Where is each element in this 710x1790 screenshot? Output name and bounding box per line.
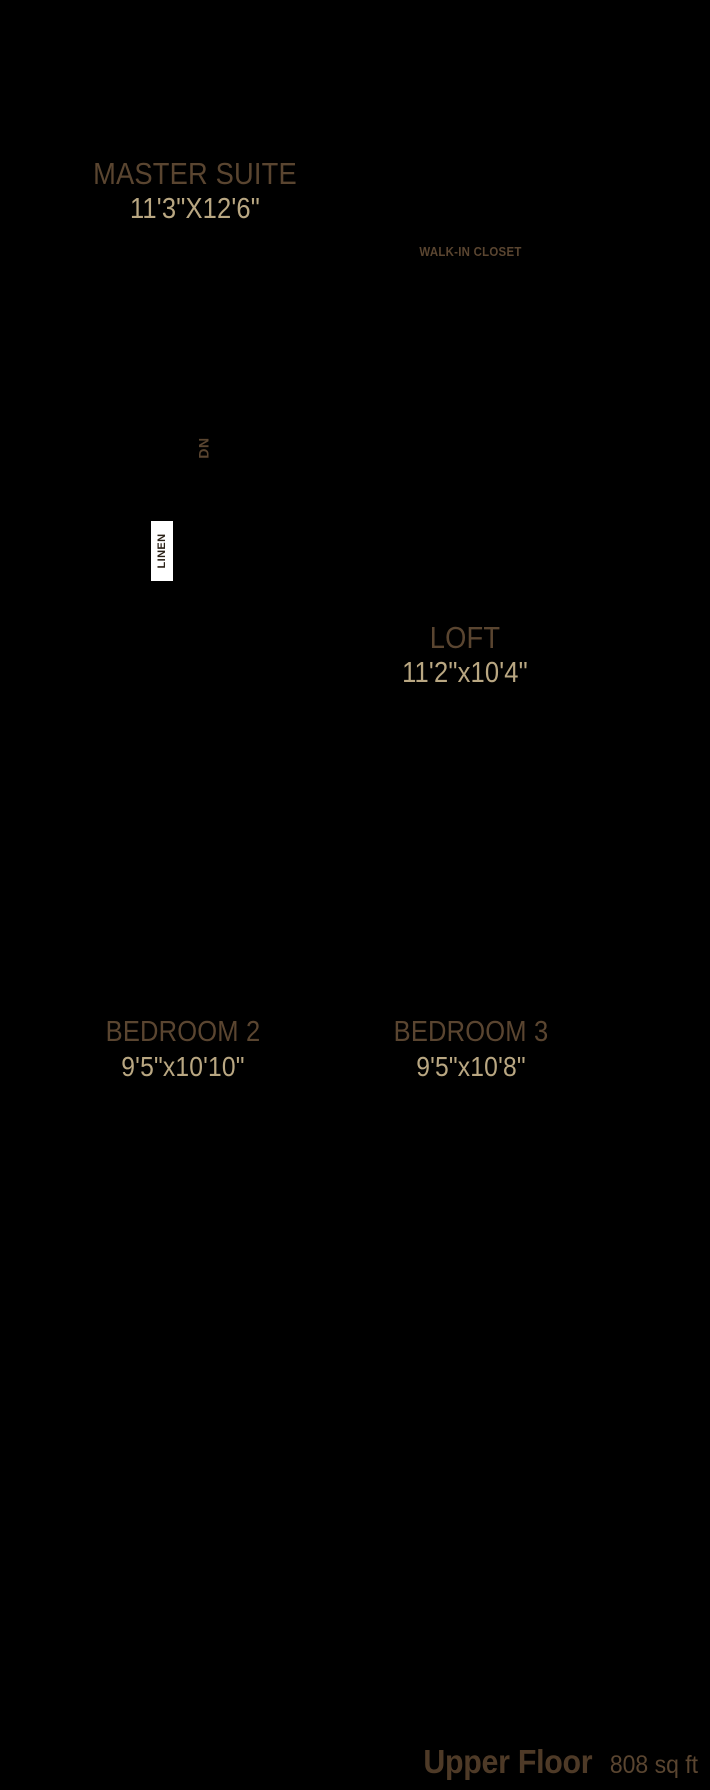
floor-name: Upper Floor	[423, 1743, 593, 1780]
floor-caption: Upper Floor 808 sq ft	[416, 1745, 702, 1778]
room-dimensions-loft: 11'2"x10'4"	[402, 657, 528, 689]
room-label-loft: LOFT 11'2"x10'4"	[270, 622, 660, 688]
room-label-master-suite: MASTER SUITE 11'3"X12'6"	[0, 158, 390, 224]
room-name-loft: LOFT	[429, 620, 501, 655]
room-dimensions-bedroom-2: 9'5"x10'10"	[121, 1051, 245, 1082]
linen-closet-label: LINEN	[156, 533, 168, 569]
room-label-bedroom-3: BEDROOM 3 9'5"x10'8"	[288, 1018, 654, 1081]
floor-area: 808 sq ft	[609, 1751, 699, 1779]
room-dimensions-master-suite: 11'3"X12'6"	[129, 193, 261, 225]
room-name-bedroom-3: BEDROOM 3	[393, 1016, 549, 1048]
room-name-walk-in-closet: WALK-IN CLOSET	[419, 244, 522, 259]
linen-closet-marker: LINEN	[151, 521, 173, 581]
room-dimensions-bedroom-3: 9'5"x10'8"	[416, 1051, 526, 1082]
room-name-bedroom-2: BEDROOM 2	[105, 1016, 261, 1048]
room-label-bedroom-2: BEDROOM 2 9'5"x10'10"	[0, 1018, 366, 1081]
stair-direction-marker: DN	[176, 437, 232, 459]
room-label-walk-in-closet: WALK-IN CLOSET	[388, 243, 553, 261]
room-name-master-suite: MASTER SUITE	[93, 156, 297, 191]
stair-direction-label: DN	[195, 437, 212, 459]
